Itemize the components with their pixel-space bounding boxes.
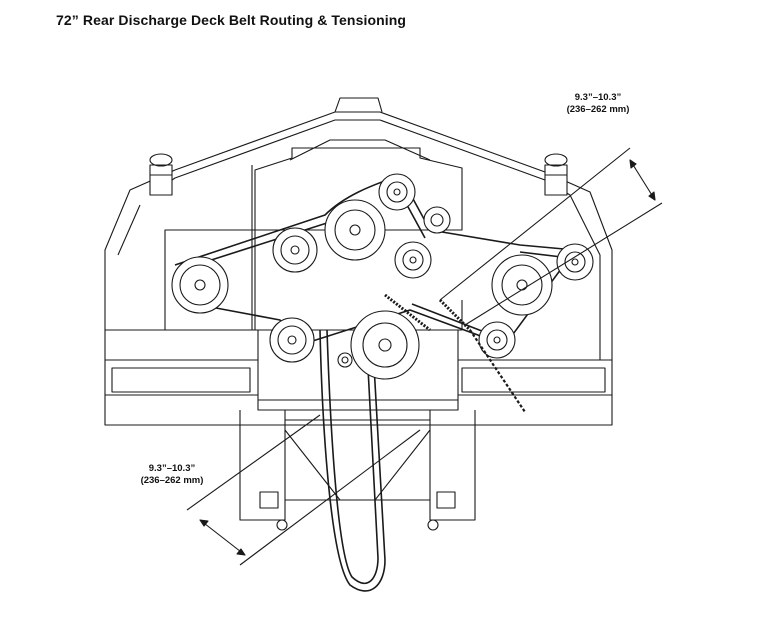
drive-pulley (350, 310, 420, 380)
lower-measurement-label: 9.3”–10.3” (236–262 mm) (130, 463, 214, 487)
right-caster-post (544, 153, 568, 196)
left-tension-pulley (269, 317, 315, 363)
upper-measurement-label: 9.3”–10.3” (236–262 mm) (558, 92, 638, 116)
lower-measurement-mm: (236–262 mm) (140, 475, 204, 486)
left-caster-post (149, 153, 173, 196)
adjustment-chain (469, 329, 526, 413)
lower-measurement-inches: 9.3”–10.3” (148, 463, 196, 474)
right-idler-pulley (556, 243, 594, 281)
page-title: 72” Rear Discharge Deck Belt Routing & T… (56, 12, 407, 28)
center-left-idler-pulley (272, 227, 318, 273)
upper-measurement-mm: (236–262 mm) (566, 104, 630, 115)
lower-measurement (186, 414, 421, 566)
left-spindle-pulley (171, 256, 229, 314)
small-guide-pulley (337, 352, 353, 368)
upper-measurement-inches: 9.3”–10.3” (574, 92, 622, 103)
small-idler-pulley (423, 206, 451, 234)
middle-idler-pulley (394, 241, 432, 279)
tension-spring-right (438, 298, 472, 332)
center-spindle-pulley (324, 199, 386, 261)
upper-measurement (439, 147, 663, 326)
tension-spring-left (384, 293, 431, 332)
upper-idler-pulley (378, 173, 416, 211)
right-spindle-pulley (491, 254, 553, 316)
tension-idler-pulley (478, 321, 516, 359)
